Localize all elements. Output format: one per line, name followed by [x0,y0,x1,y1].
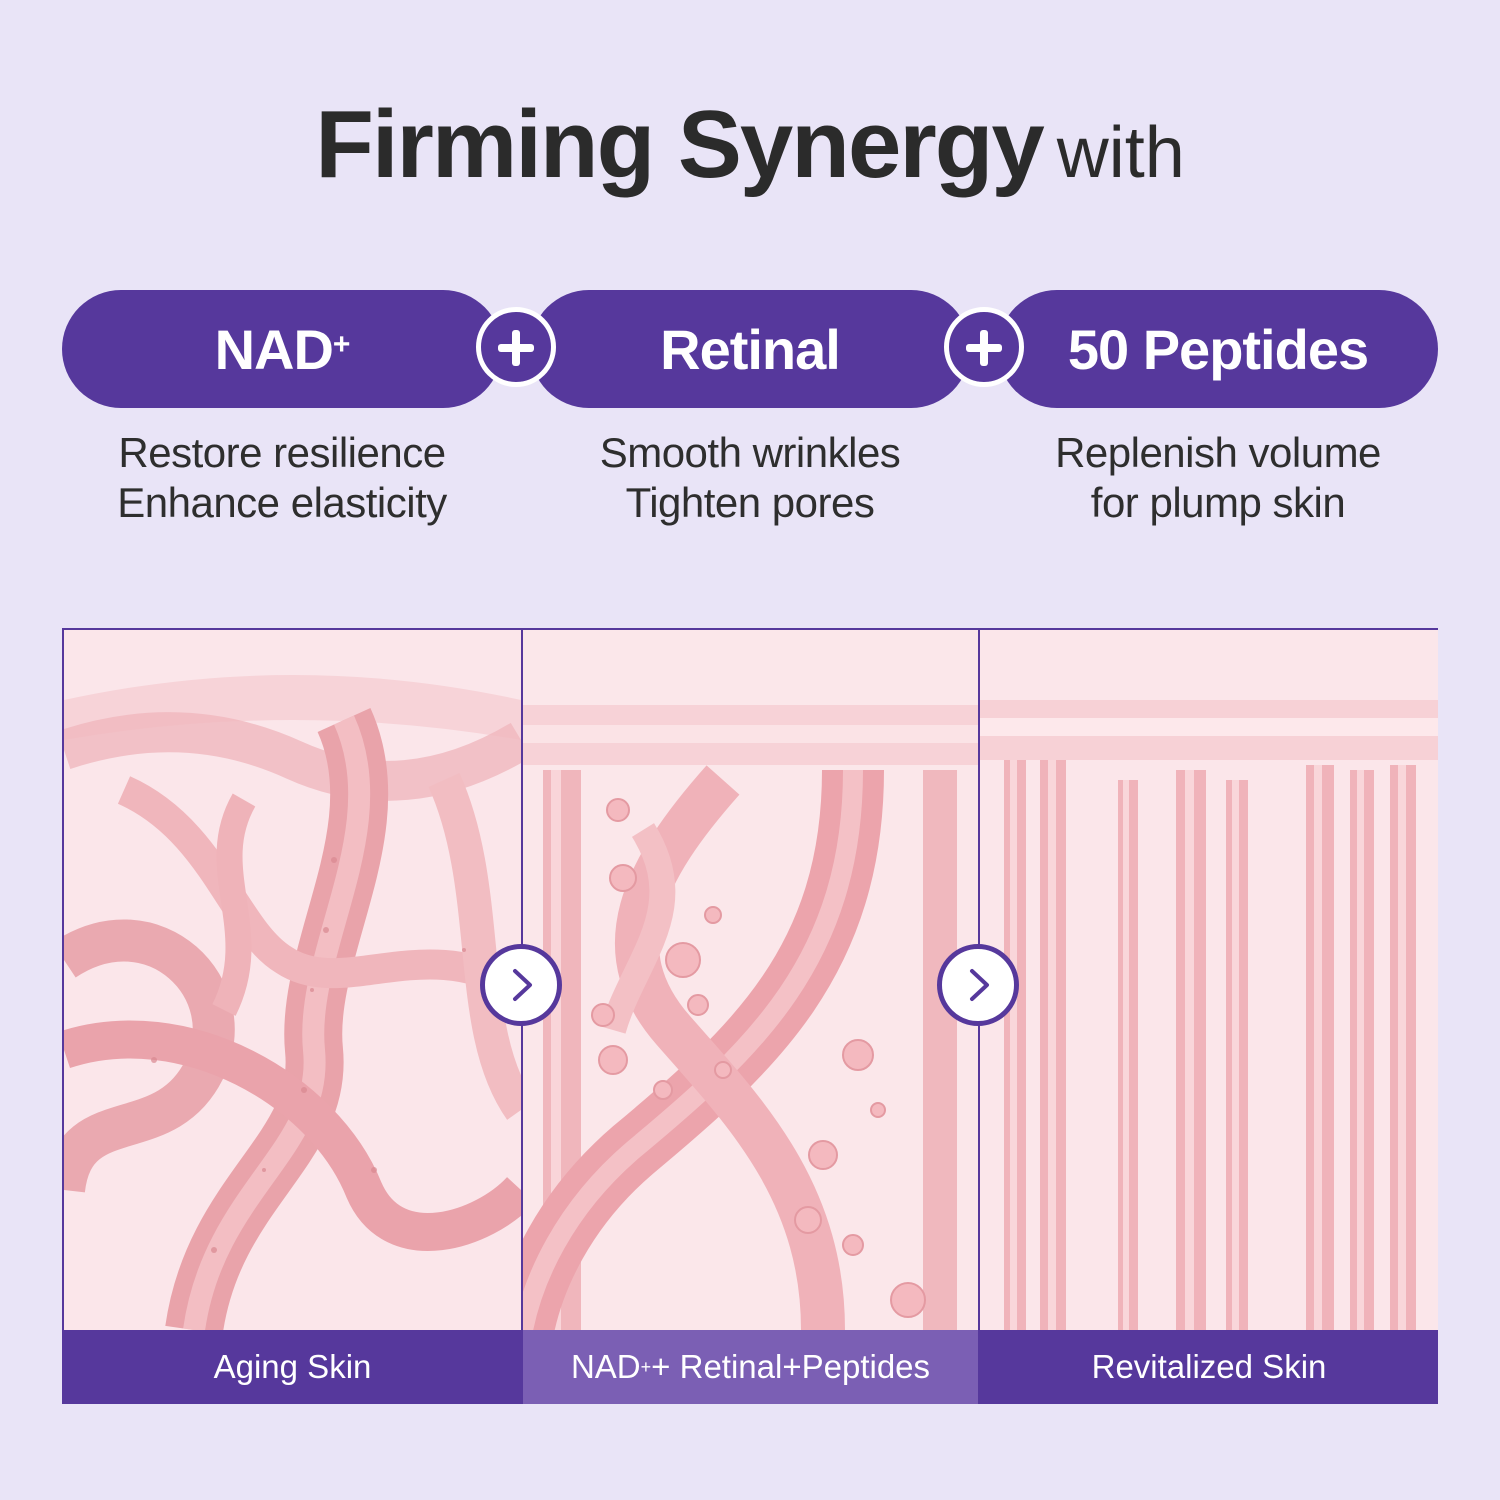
pill-peptides-label: 50 Peptides [1067,317,1369,381]
pill-peptides: 50 Peptides [998,290,1438,408]
desc-peptides: Replenish volume for plump skin [998,428,1438,528]
plus-icon [476,307,556,387]
pill-nad-label: NAD [214,317,334,381]
caption-revitalized-skin: Revitalized Skin [980,1330,1438,1404]
desc-peptides-line2: for plump skin [1090,479,1346,526]
pill-nad-sup: + [332,328,351,361]
title-light: with [1056,113,1185,193]
caption-revitalized-skin-text: Revitalized Skin [1091,1348,1327,1385]
chevron-right-icon [937,944,1019,1026]
panel-treatment-image [523,630,978,1330]
pill-retinal-label: Retinal [660,317,841,381]
panel-aging-skin-image [64,630,521,1330]
desc-retinal: Smooth wrinkles Tighten pores [530,428,970,528]
caption-treatment-sup: + [640,1356,652,1377]
plus-icon [944,307,1024,387]
title-strong: Firming Synergy [315,91,1044,198]
desc-nad-line2: Enhance elasticity [117,479,447,526]
pill-retinal: Retinal [530,290,970,408]
caption-treatment: NAD+ + Retinal+Peptides [523,1330,978,1404]
caption-treatment-text: NAD [570,1348,641,1385]
caption-aging-skin-text: Aging Skin [213,1348,372,1385]
desc-peptides-line1: Replenish volume [1055,429,1381,476]
panel-revitalized-image [980,630,1438,1330]
desc-nad: Restore resilience Enhance elasticity [62,428,502,528]
comparison-panels: Aging Skin NAD+ + Retinal+Peptides Revit… [62,628,1438,1404]
caption-treatment-rest: + Retinal+Peptides [651,1348,931,1385]
pill-nad: NAD+ [62,290,502,408]
desc-nad-line1: Restore resilience [118,429,446,476]
caption-aging-skin: Aging Skin [64,1330,521,1404]
desc-retinal-line1: Smooth wrinkles [599,429,901,476]
desc-retinal-line2: Tighten pores [625,479,875,526]
chevron-right-icon [480,944,562,1026]
